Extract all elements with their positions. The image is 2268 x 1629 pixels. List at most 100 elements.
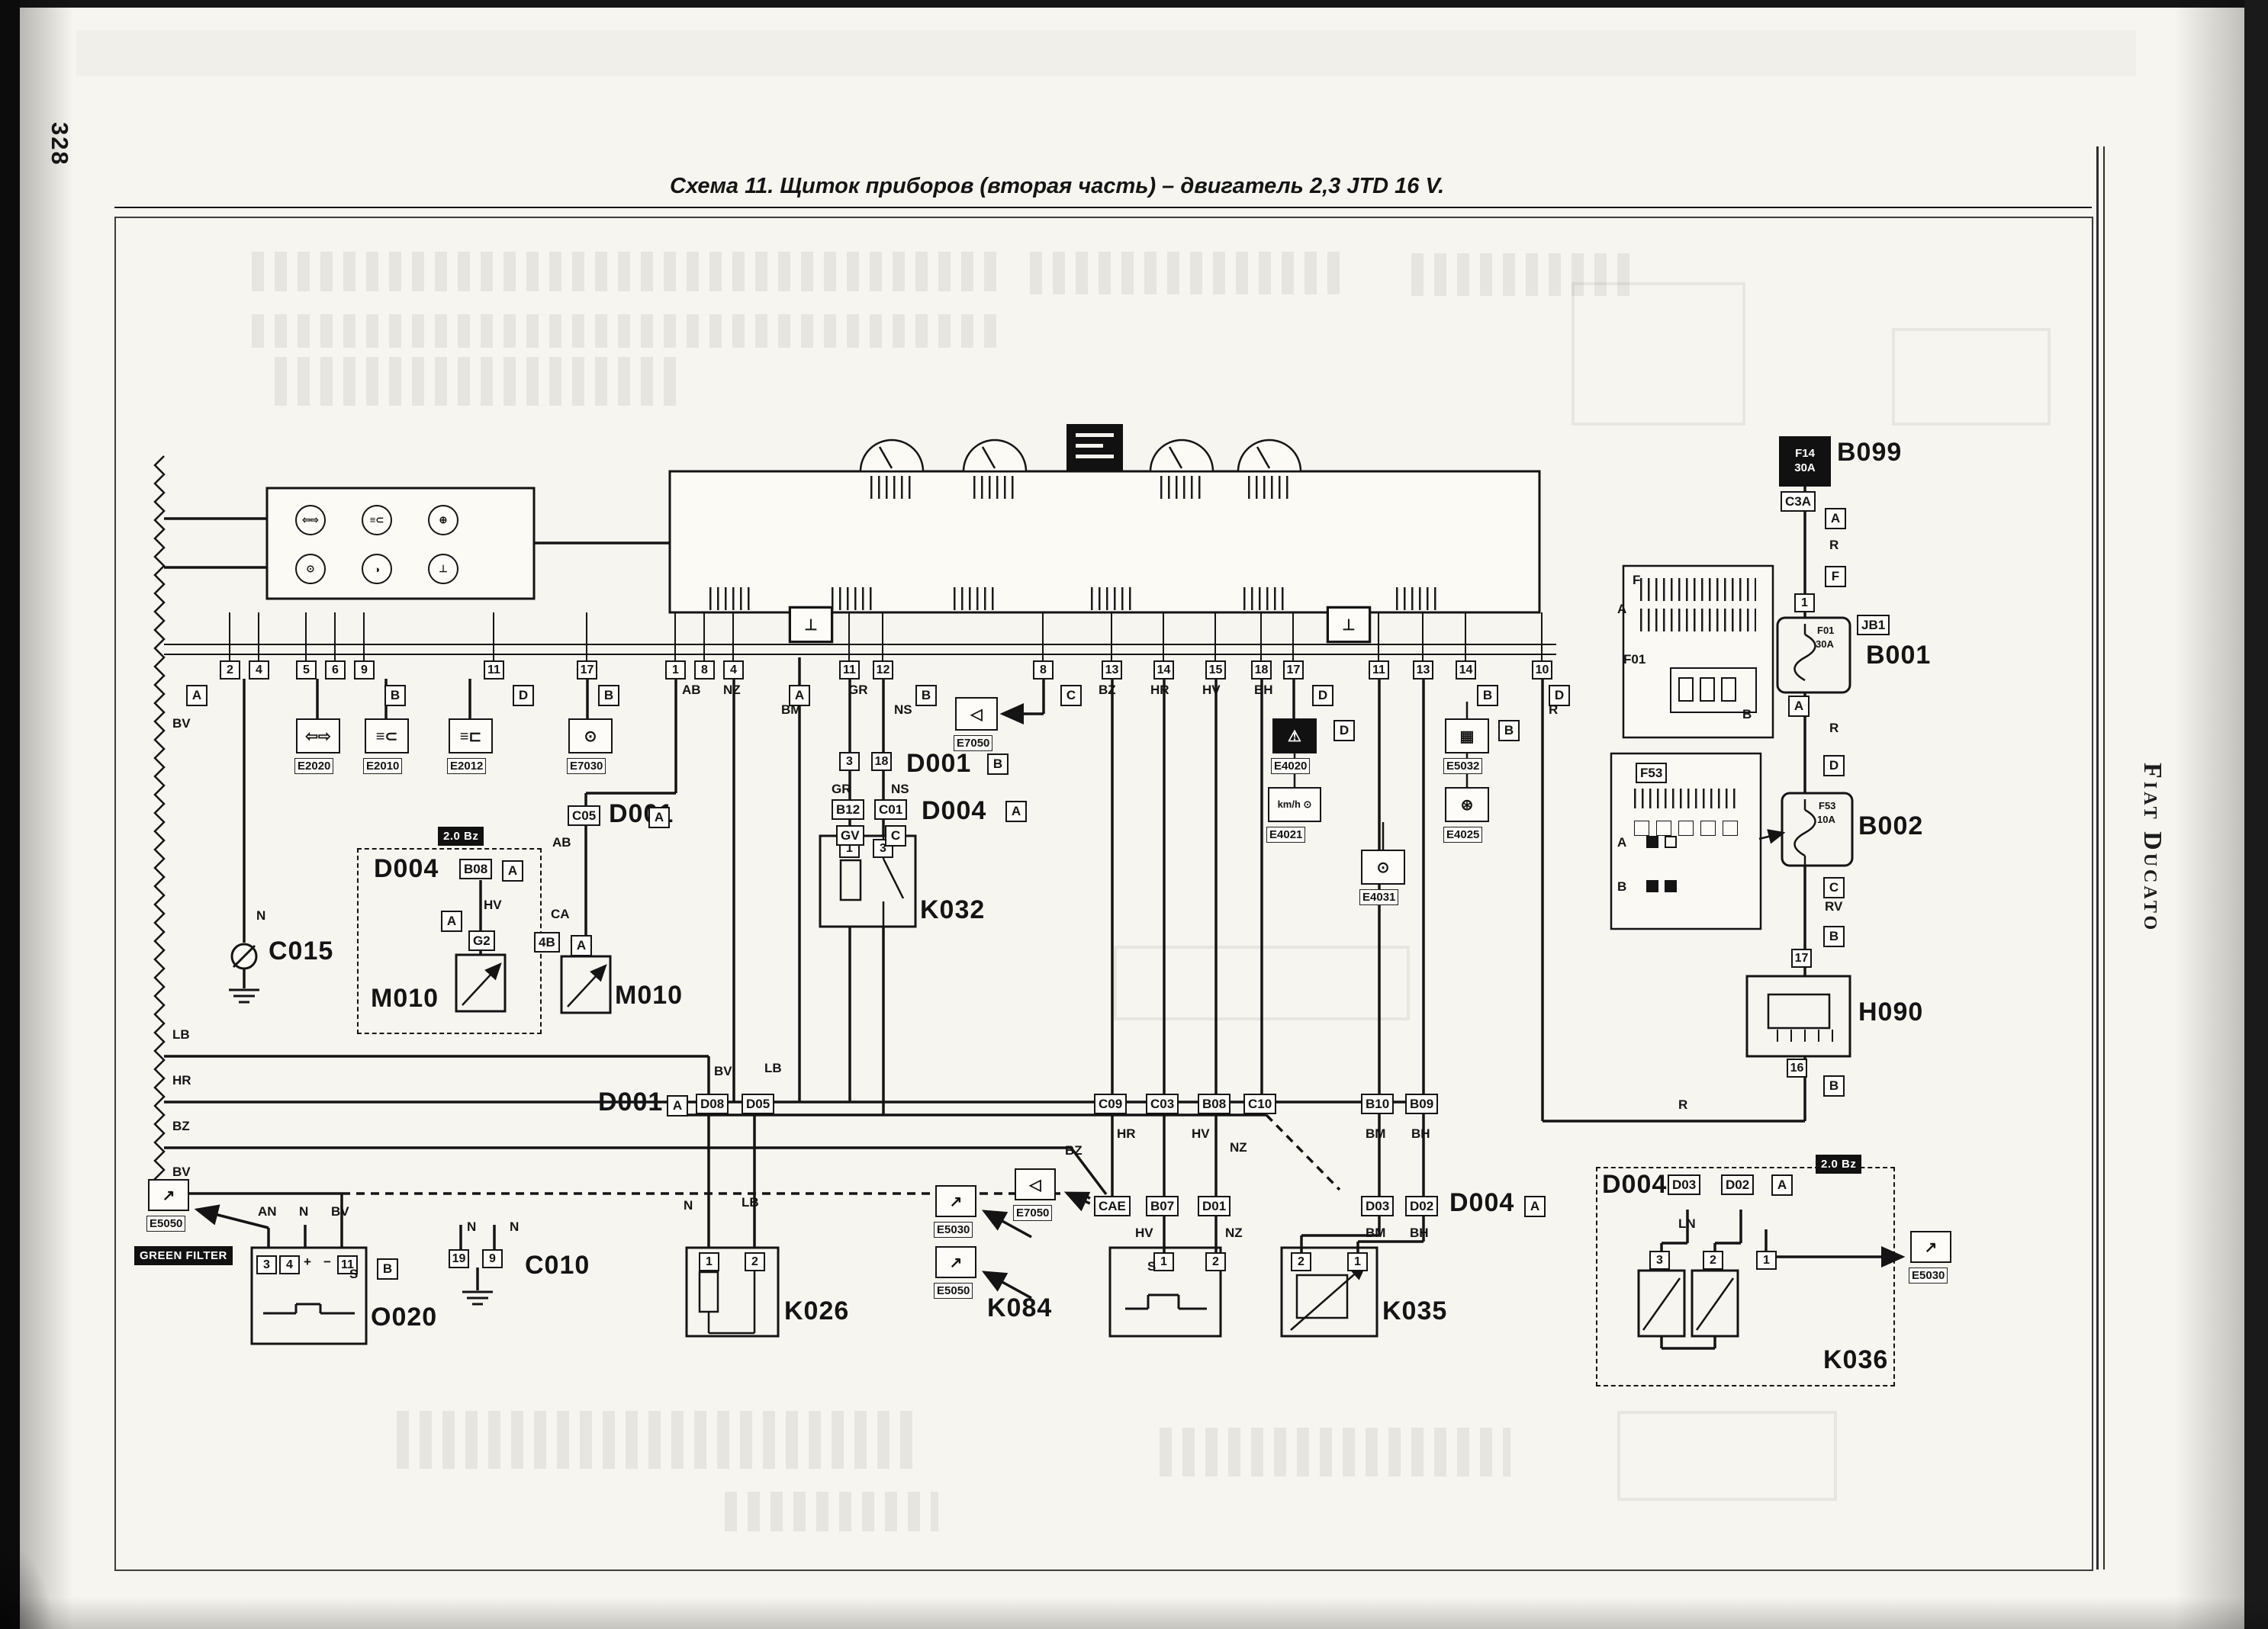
- fusebox-row-icon: [1640, 578, 1756, 601]
- bleedthrough-print: [1030, 252, 1350, 294]
- connector-letter-box: A: [1825, 508, 1846, 529]
- fuse-icon: [1721, 677, 1736, 702]
- component-id-tag: E4031: [1359, 889, 1399, 905]
- pin-box: 1: [1794, 593, 1815, 612]
- fuse-slot-icon: [1700, 821, 1716, 836]
- wire-color-label: S: [349, 1267, 359, 1281]
- connector-tag: B10: [1361, 1094, 1395, 1114]
- fuse-marker-icon: [1665, 836, 1677, 848]
- component-code-K036: K036: [1823, 1345, 1889, 1374]
- connector-hatch: [954, 587, 999, 610]
- connector-letter-box: B: [987, 753, 1009, 775]
- fuse-icon: [1700, 677, 1715, 702]
- pin-box: 3: [256, 1255, 277, 1274]
- connector-letter-box: D: [1549, 685, 1570, 706]
- pin-box: 5: [296, 660, 317, 680]
- connector-tag: JB1: [1857, 615, 1890, 635]
- component-code-M010: M010: [615, 981, 684, 1010]
- connector-hatch: [1091, 587, 1137, 610]
- fuse-rating-label: F53: [1819, 800, 1836, 811]
- component-code-D004: D004: [1602, 1170, 1668, 1199]
- connector-letter-box: D: [1823, 755, 1845, 776]
- connector-tag: C01: [874, 799, 908, 820]
- wire-color-label: S: [1147, 1259, 1157, 1274]
- fuse-id-label: F14: [1795, 447, 1815, 461]
- bleedthrough-print: [725, 1492, 938, 1531]
- wire-color-label: B: [1742, 707, 1752, 721]
- connector-letter-box: A: [441, 911, 462, 932]
- component-code-H090: H090: [1858, 998, 1924, 1027]
- connector-tag: C03: [1146, 1094, 1179, 1114]
- pin-box: 2: [1703, 1251, 1723, 1270]
- wire-color-label: F01: [1623, 652, 1646, 667]
- component-code-K035: K035: [1382, 1296, 1448, 1325]
- wire-color-label: R: [1549, 702, 1559, 717]
- e5050-icon: ↗: [148, 1179, 189, 1211]
- connector-tag: D03: [1668, 1174, 1701, 1195]
- e7050-icon: ◁: [955, 697, 998, 731]
- scan-edge-top: [0, 0, 2268, 8]
- fuse-icon: [1678, 677, 1694, 702]
- pin-box: 16: [1787, 1059, 1807, 1078]
- component-code-C010: C010: [525, 1251, 590, 1280]
- connector-tag: GV: [836, 825, 864, 846]
- wire-color-label: BH: [1410, 1226, 1429, 1240]
- wire-color-label: RV: [1825, 899, 1843, 914]
- wire-color-label: N: [684, 1198, 693, 1213]
- connector-letter-box: A: [1524, 1196, 1546, 1217]
- e4031-icon: ⊙: [1361, 850, 1405, 885]
- wire-color-label: BV: [172, 716, 191, 731]
- fuse-rating-label: 30A: [1816, 638, 1834, 650]
- pin-box: 1: [665, 660, 686, 680]
- wire-color-label: GR: [848, 683, 868, 697]
- pin-box: 13: [1102, 660, 1122, 680]
- connector-tag: 4B: [534, 932, 560, 953]
- component-id-tag: E5050: [934, 1283, 973, 1299]
- component-code-K032: K032: [920, 895, 986, 924]
- connector-hatch: [1248, 476, 1291, 499]
- connector-hatch: [832, 587, 877, 610]
- telltale-icon: ⇦⇨: [295, 505, 326, 535]
- pin-box: 2: [220, 660, 240, 680]
- bleedthrough-print: [1892, 328, 2051, 426]
- connector-letter-box: A: [1771, 1174, 1793, 1196]
- connector-letter-box: A: [502, 860, 523, 882]
- connector-letter-box: B: [1823, 926, 1845, 947]
- connector-tag: F53: [1636, 763, 1668, 783]
- wire-color-label: +: [304, 1255, 311, 1269]
- diagram-frame: [114, 217, 2093, 1571]
- wire-color-label: BZ: [1099, 683, 1116, 697]
- connector-tag: D03: [1361, 1196, 1395, 1216]
- connector-tag: D02: [1721, 1174, 1755, 1195]
- wire-color-label: N: [299, 1204, 309, 1219]
- e5032-icon: ▦: [1445, 718, 1489, 753]
- pin-box: 14: [1153, 660, 1174, 680]
- connector-letter-box: B: [598, 685, 619, 706]
- connector-tag: CAE: [1094, 1196, 1131, 1216]
- fusebox-row-icon: [1634, 789, 1741, 808]
- fusebox-row-icon: [1640, 609, 1756, 631]
- page-rule-line: [2096, 146, 2099, 1570]
- e2020-icon: ⇦⇨: [296, 718, 340, 753]
- wire-color-label: NS: [891, 782, 909, 796]
- connector-tag: D05: [742, 1094, 775, 1114]
- pin-box: 10: [1532, 660, 1552, 680]
- connector-letter-box: A: [186, 685, 207, 706]
- telltale-icon: ⊕: [428, 505, 458, 535]
- scan-edge-right: [2244, 0, 2268, 1629]
- wire-color-label: HR: [1117, 1126, 1136, 1141]
- fuse-marker-icon: [1646, 836, 1658, 848]
- diagram-title: Схема 11. Щиток приборов (вторая часть) …: [670, 174, 1445, 198]
- bleedthrough-print: [275, 357, 687, 406]
- odometer-display-icon: [1066, 424, 1123, 471]
- e4021-icon: km/h ⊙: [1268, 787, 1321, 822]
- connector-letter-box: B: [1477, 685, 1498, 706]
- wire-color-label: NZ: [723, 683, 741, 697]
- wire-color-label: GR: [832, 782, 851, 796]
- connector-tag: B08: [1198, 1094, 1231, 1114]
- connector-letter-box: D: [1312, 685, 1333, 706]
- connector-hatch: [1160, 476, 1203, 499]
- pin-box: 2: [1291, 1252, 1311, 1271]
- wire-color-label: LB: [764, 1061, 782, 1075]
